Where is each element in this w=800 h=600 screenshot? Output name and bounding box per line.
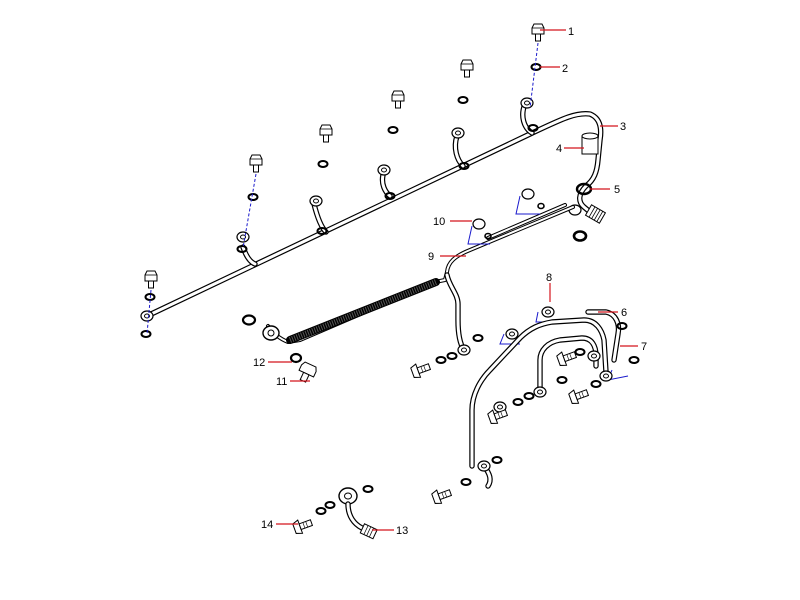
lower-pipe-assembly <box>457 306 622 489</box>
injector-washers <box>140 63 542 338</box>
bottom-fitting-assembly <box>291 485 378 540</box>
callout-5: 5 <box>614 184 620 196</box>
return-pipe <box>241 188 575 353</box>
callout-12: 12 <box>253 357 265 369</box>
callout-14: 14 <box>261 519 273 531</box>
left-lower-fittings <box>289 352 317 383</box>
callout-1: 1 <box>568 26 574 38</box>
callout-7: 7 <box>641 341 647 353</box>
callout-6: 6 <box>621 307 627 319</box>
callout-2: 2 <box>562 63 568 75</box>
callout-4: 4 <box>556 143 562 155</box>
callout-11: 11 <box>276 376 287 388</box>
callout-9: 9 <box>428 251 434 263</box>
assembly-axes <box>146 42 539 335</box>
callout-13: 13 <box>396 525 408 537</box>
main-manifold-pipe <box>144 101 604 319</box>
callout-3: 3 <box>620 121 626 133</box>
callouts: 1 2 3 4 5 6 7 8 9 10 11 12 13 14 <box>253 26 647 537</box>
callout-10: 10 <box>433 216 445 228</box>
callout-8: 8 <box>546 272 552 284</box>
